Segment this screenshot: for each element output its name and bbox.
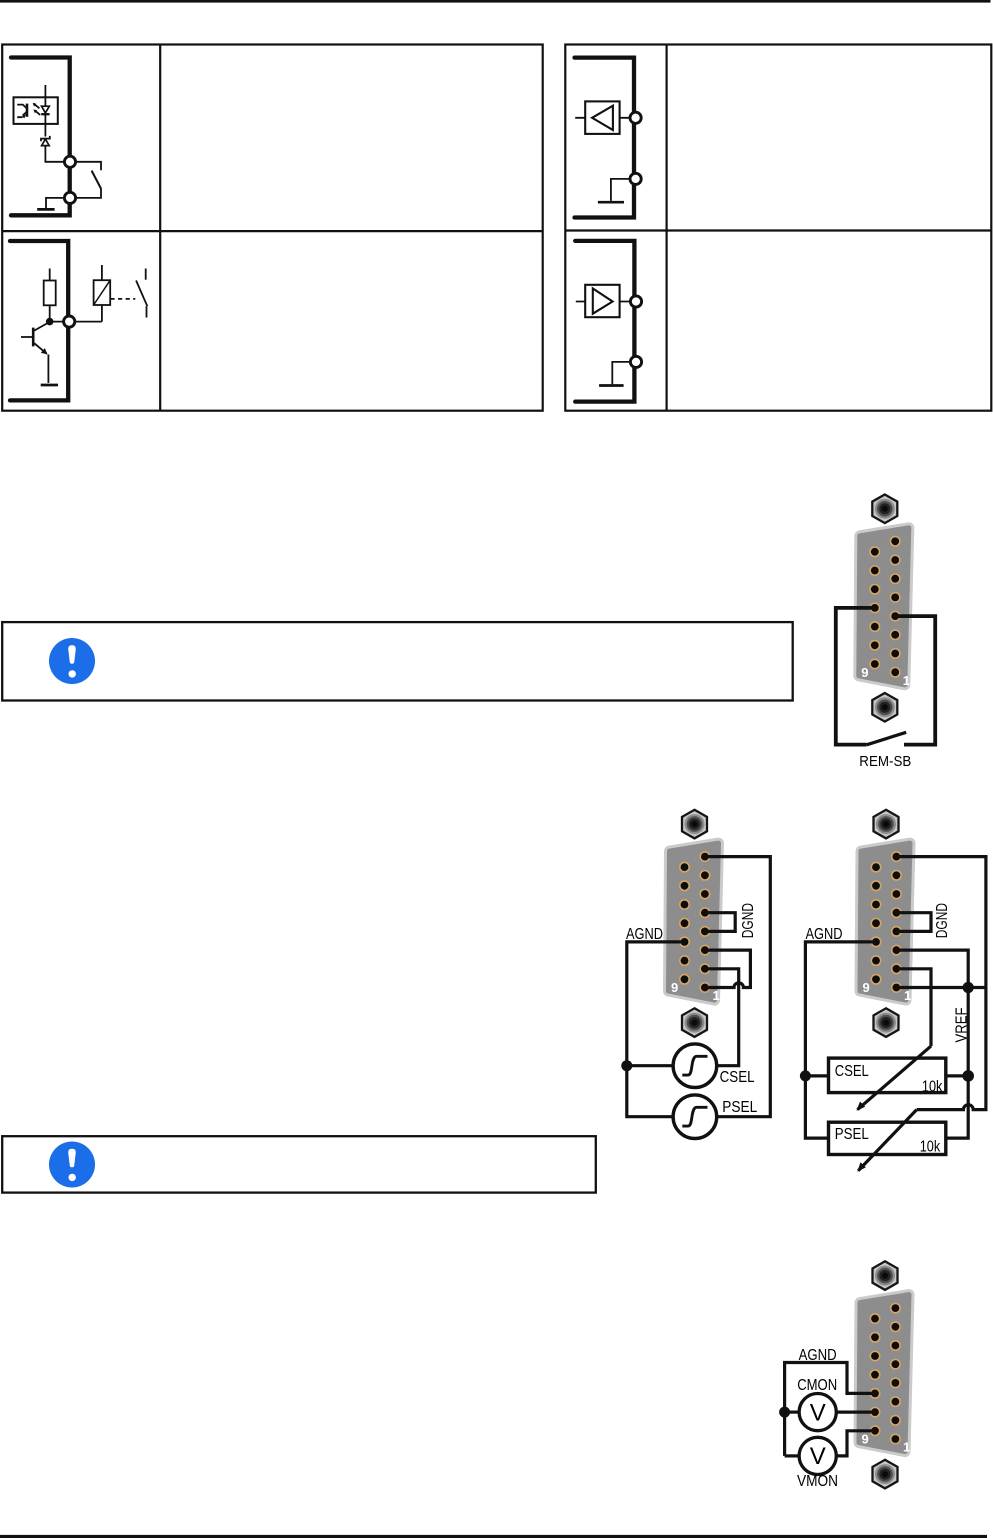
svg-text:VREF: VREF [954,1008,971,1043]
svg-text:AGND: AGND [799,1347,837,1364]
svg-text:PSEL: PSEL [722,1099,757,1116]
svg-text:V: V [810,1399,826,1426]
svg-text:DGND: DGND [740,903,757,938]
svg-text:AGND: AGND [626,926,663,943]
svg-text:10k: 10k [922,1078,943,1095]
svg-text:DGND: DGND [934,903,951,938]
svg-text:PSEL: PSEL [835,1126,869,1143]
svg-text:10k: 10k [920,1138,941,1155]
svg-text:VMON: VMON [797,1473,838,1490]
svg-text:CSEL: CSEL [720,1069,755,1086]
svg-text:CMON: CMON [797,1377,837,1394]
svg-text:CSEL: CSEL [835,1063,869,1080]
svg-text:REM-SB: REM-SB [859,754,911,770]
svg-text:AGND: AGND [806,926,843,943]
svg-text:V: V [810,1443,826,1470]
